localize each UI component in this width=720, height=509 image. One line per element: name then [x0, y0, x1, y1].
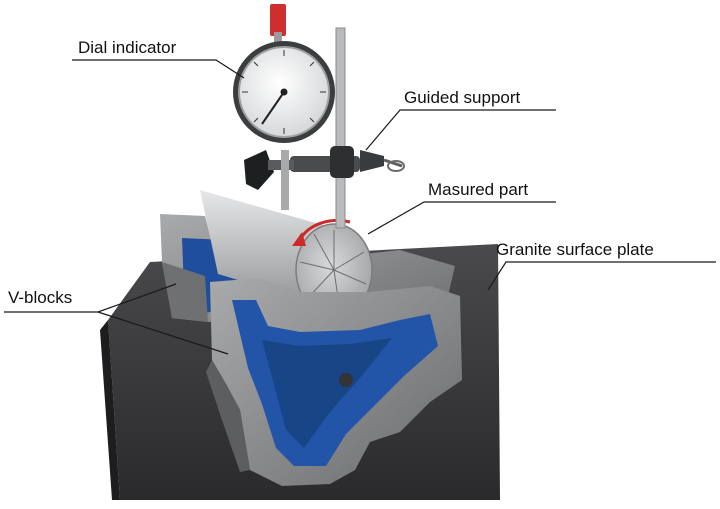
stand-post [335, 27, 346, 229]
v-blocks-label: V-blocks [8, 288, 73, 307]
dial-indicator-label: Dial indicator [78, 38, 177, 57]
measured-part-leader [367, 201, 556, 235]
v-block-clamp-screw [339, 373, 353, 387]
granite-plate-label: Granite surface plate [496, 240, 654, 259]
dial-indicator-leader [72, 59, 245, 79]
dial-indicator [233, 4, 335, 210]
guided-support-label: Guided support [404, 88, 521, 107]
dial-stem [281, 150, 289, 210]
dial-plunger-cap [270, 4, 286, 36]
guided-support-leader [365, 109, 556, 151]
dial-needle [261, 91, 285, 125]
front-v-block [206, 278, 462, 486]
v-blocks-leader-2 [97, 311, 229, 355]
granite-plate-leader [487, 261, 716, 291]
guided-support [244, 146, 405, 190]
rotation-arrowhead [292, 232, 306, 246]
measured-part-label: Masured part [428, 180, 529, 199]
plate-edge [100, 320, 120, 500]
